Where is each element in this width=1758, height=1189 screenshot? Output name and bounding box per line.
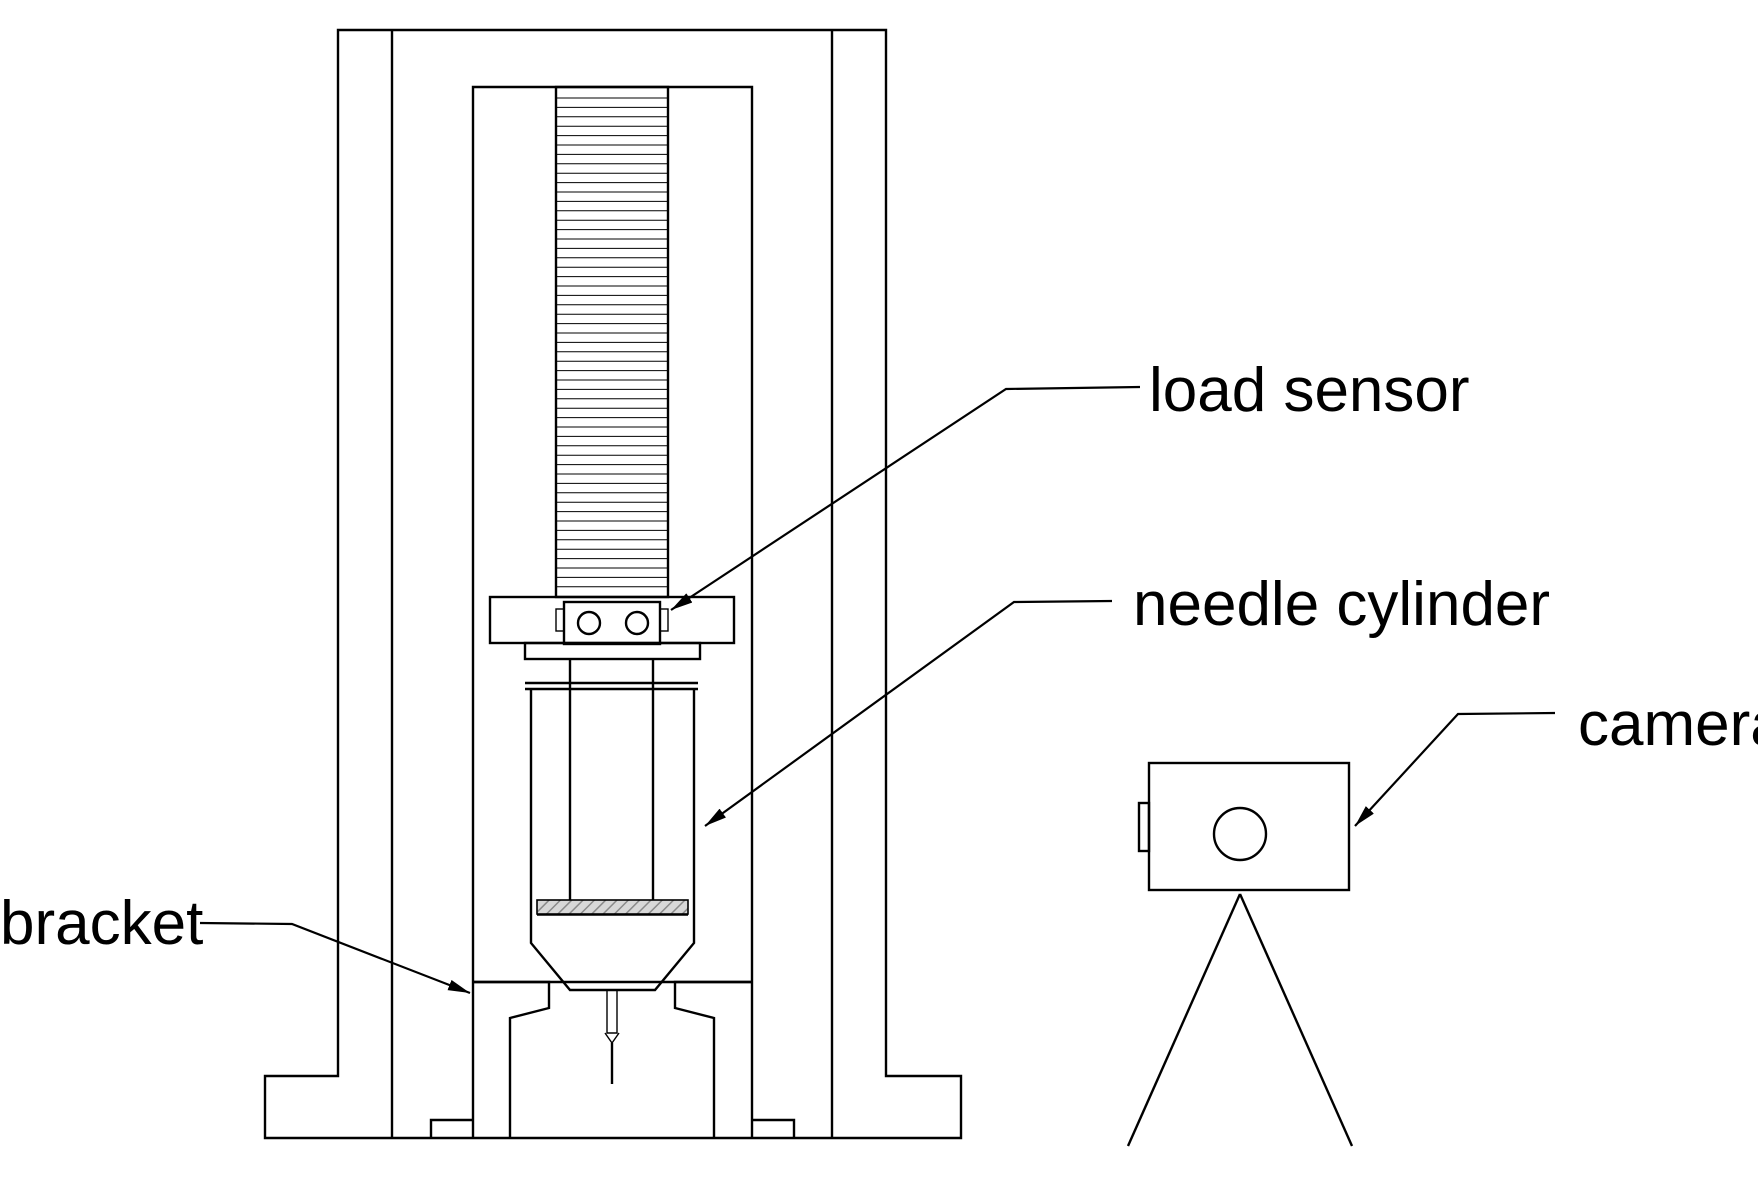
- screw-rod: [554, 85, 670, 599]
- camera-leader: [1354, 711, 1556, 827]
- camera-device: [1126, 761, 1354, 1147]
- bracket-leader: [199, 921, 471, 995]
- leader-lines: [199, 385, 1556, 995]
- inner-frame: [471, 85, 754, 1138]
- load-sensor-leader: [670, 385, 1141, 611]
- needle-cylinder-leader: [704, 599, 1113, 827]
- labels: load sensor needle cylinder camera brack…: [0, 356, 1758, 958]
- needle-cylinder: [525, 660, 698, 1084]
- outer-frame: [263, 28, 963, 1140]
- syringe-holder: [429, 980, 796, 1138]
- label-camera: camera: [1578, 690, 1758, 759]
- label-bracket: bracket: [0, 889, 203, 958]
- load-sensor: [488, 595, 736, 661]
- label-load-sensor: load sensor: [1149, 356, 1470, 425]
- label-needle-cylinder: needle cylinder: [1133, 570, 1550, 639]
